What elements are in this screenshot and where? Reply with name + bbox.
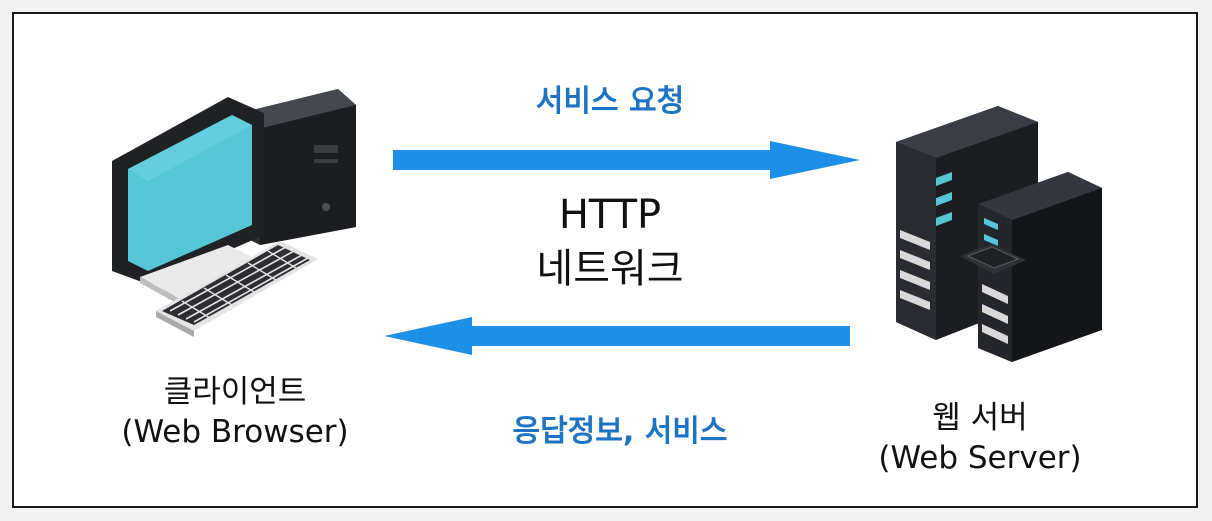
client-label: 클라이언트 (Web Browser): [90, 372, 380, 452]
network-line1: HTTP: [558, 192, 662, 238]
network-line2: 네트워크: [536, 246, 684, 292]
server-rack-icon: [896, 106, 1102, 362]
network-title: HTTP 네트워크: [500, 188, 720, 296]
server-name: 웹 서버: [932, 400, 1028, 436]
response-label: 응답정보, 서비스: [512, 414, 728, 449]
response-arrow-shape: [384, 317, 850, 355]
request-label: 서비스 요청: [535, 84, 685, 119]
client-name: 클라이언트: [163, 374, 307, 410]
desktop-computer-icon: [112, 89, 356, 337]
client-sub: (Web Browser): [121, 414, 349, 450]
server-sub: (Web Server): [878, 440, 1082, 476]
request-arrow-shape: [393, 141, 860, 179]
server-label: 웹 서버 (Web Server): [850, 398, 1110, 478]
